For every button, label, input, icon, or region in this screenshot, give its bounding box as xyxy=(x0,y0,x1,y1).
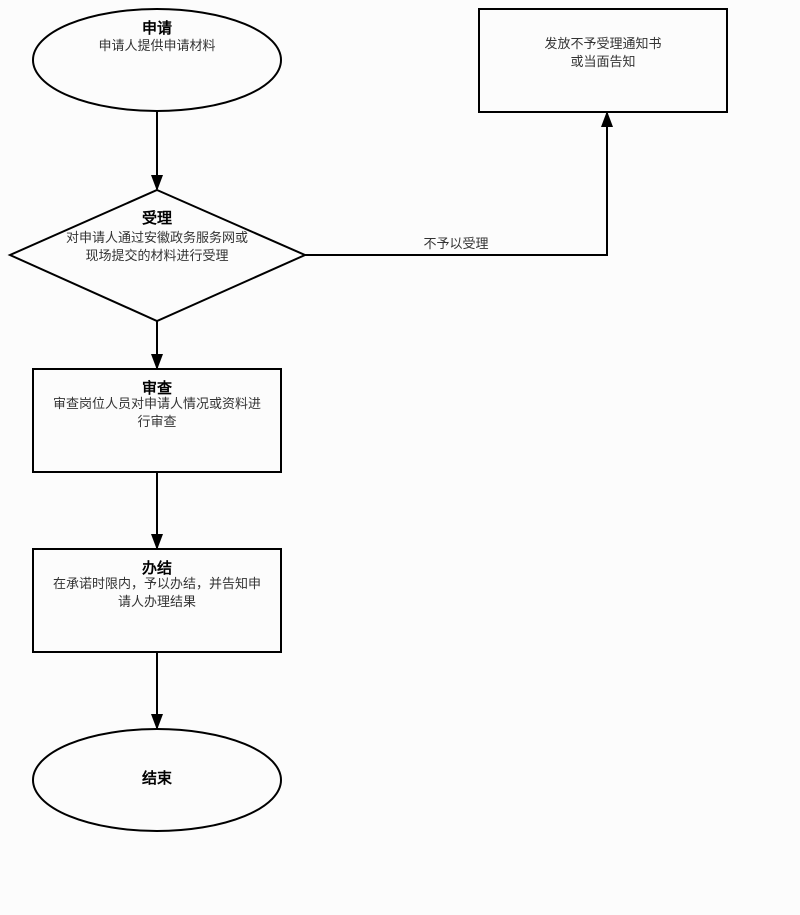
arrow-accept-to-reject xyxy=(305,111,613,256)
end-title: 结束 xyxy=(141,769,172,787)
complete-title: 办结 xyxy=(141,559,172,577)
reject-edge-label: 不予以受理 xyxy=(423,237,489,252)
complete-desc-line-2: 请人办理结果 xyxy=(117,595,196,610)
review-desc-line-1: 审查岗位人员对申请人情况或资料进 xyxy=(52,397,261,412)
review-desc-line-2: 行审查 xyxy=(137,415,177,430)
complete-desc-line-1: 在承诺时限内，予以办结，并告知申 xyxy=(52,577,261,592)
apply-node-shape xyxy=(32,8,282,112)
apply-desc: 申请人提供申请材料 xyxy=(98,39,216,54)
reject-notice-line-2: 或当面告知 xyxy=(570,55,636,70)
accept-desc-line-1: 对申请人通过安徽政务服务网或 xyxy=(65,231,248,246)
apply-title: 申请 xyxy=(141,19,172,37)
accept-title: 受理 xyxy=(141,209,172,227)
reject-notice-line-1: 发放不予受理通知书 xyxy=(544,37,662,52)
review-title: 审查 xyxy=(141,379,172,397)
accept-desc-line-2: 现场提交的材料进行受理 xyxy=(85,249,229,264)
